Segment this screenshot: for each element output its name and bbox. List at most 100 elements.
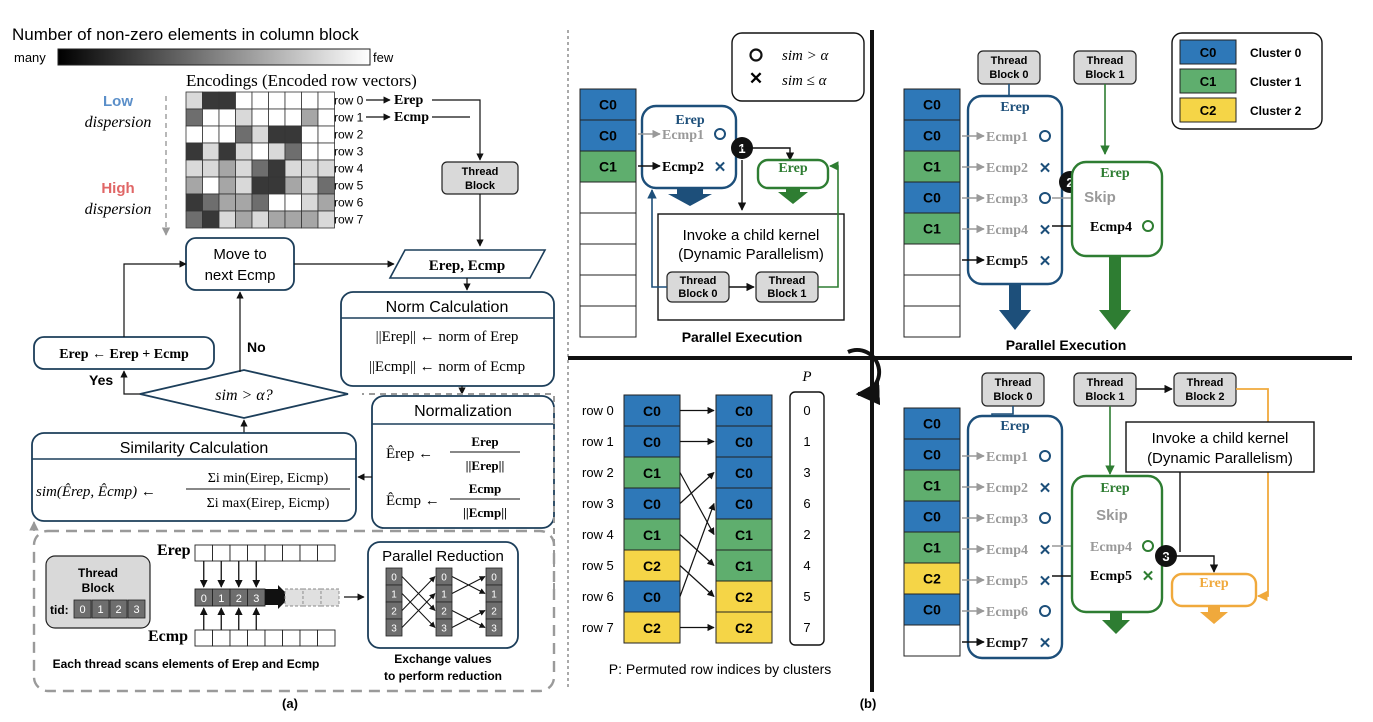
bl-before-code: C0 <box>643 434 661 450</box>
decision-label: sim > α? <box>215 387 272 404</box>
br-cross-icon: ✕ <box>1142 568 1155 585</box>
cross-icon: ✕ <box>1039 480 1052 497</box>
high-dispersion-label-2: dispersion <box>85 201 152 218</box>
heatmap-cell <box>268 176 286 195</box>
br-ecmp5: Ecmp5 <box>1090 569 1132 584</box>
cluster-cell <box>903 243 961 276</box>
compare-item: Ecmp3 <box>986 512 1028 527</box>
br-tb0-label-1: Thread <box>995 377 1032 389</box>
tl-tb1-to-green-arrow <box>818 161 839 288</box>
reduction-title: Parallel Reduction <box>382 548 504 565</box>
encodings-heatmap <box>185 91 335 229</box>
heatmap-cell <box>185 125 203 144</box>
heatmap-cell <box>218 210 236 229</box>
bl-before-code: C0 <box>643 589 661 605</box>
erep-cell <box>282 544 301 562</box>
br-kernel-label-2: (Dynamic Parallelism) <box>1147 450 1293 467</box>
pending-cell <box>320 588 340 607</box>
bl-row-label: row 1 <box>582 434 614 449</box>
bl-row-label: row 0 <box>582 403 614 418</box>
heatmap-cell <box>268 193 286 212</box>
normalization-line-1-den: ||Erep|| <box>466 458 505 473</box>
br-thread-box <box>966 414 1064 660</box>
circle-icon <box>1039 130 1051 142</box>
reduction-index: 2 <box>491 607 497 618</box>
legend-sim-gt: sim > α <box>782 48 829 64</box>
cross-icon: ✕ <box>1039 253 1052 270</box>
br-circle-icon <box>1142 540 1154 552</box>
ecmp-cell <box>264 629 283 647</box>
row-label: row 4 <box>334 162 364 176</box>
tr-step-label: 2 <box>1066 175 1073 190</box>
compare-item: Ecmp7 <box>986 636 1028 651</box>
circle-icon <box>1039 605 1051 617</box>
cluster-code: C0 <box>923 128 941 144</box>
legend-code: C1 <box>1200 74 1217 89</box>
cluster-code: C1 <box>599 159 617 175</box>
cluster-cell <box>579 212 637 245</box>
cluster-cell <box>903 531 961 564</box>
cross-icon: ✕ <box>1039 222 1052 239</box>
cluster-code: C1 <box>923 221 941 237</box>
heatmap-cell <box>202 193 220 212</box>
heatmap-cell <box>185 142 203 161</box>
heatmap-cell <box>202 91 220 110</box>
bl-row-label: row 7 <box>582 620 614 635</box>
bl-after-cell <box>715 518 773 551</box>
compare-item: Ecmp3 <box>986 192 1028 207</box>
heatmap-cell <box>317 193 335 212</box>
pending-cell <box>284 588 304 607</box>
cross-icon: ✕ <box>1039 635 1052 652</box>
heatmap-cell <box>185 210 203 229</box>
normalization-title: Normalization <box>414 403 512 420</box>
compare-item: Ecmp2 <box>986 161 1028 176</box>
heatmap-cell <box>268 210 286 229</box>
cluster-cell <box>903 88 961 121</box>
br-ecmp4: Ecmp4 <box>1090 540 1132 555</box>
heatmap-cell <box>251 176 269 195</box>
cluster-cell <box>903 305 961 338</box>
tr-green-down-arrow <box>1099 256 1131 330</box>
heatmap-cell <box>268 159 286 178</box>
tid-cell <box>91 599 110 619</box>
tl-tb0-to-box-arrow <box>647 189 667 288</box>
reduction-index: 3 <box>441 624 447 635</box>
colorbar-few-label: few <box>373 50 394 65</box>
bl-after-code: C1 <box>735 527 753 543</box>
erep-cell <box>212 544 231 562</box>
caption-b: (b) <box>860 696 877 711</box>
heatmap-cell <box>202 142 220 161</box>
bl-p-value: 7 <box>803 620 810 635</box>
cluster-code: C0 <box>923 447 941 463</box>
heatmap-cell <box>218 159 236 178</box>
bl-after-code: C0 <box>735 496 753 512</box>
circle-icon <box>1039 512 1051 524</box>
br-green-down-arrow <box>1102 612 1130 634</box>
detail-thread-block-label-2: Block <box>82 581 115 595</box>
similarity-lhs: sim(Êrep, Êcmp) ← <box>36 483 156 500</box>
legend-code: C2 <box>1200 103 1217 118</box>
heatmap-cell <box>268 108 286 127</box>
tr-blue-down-arrow <box>999 284 1031 330</box>
ecmp-cell <box>212 629 231 647</box>
tl-blue-down-arrow <box>668 188 712 206</box>
colorbar <box>57 48 371 66</box>
sim-legend <box>731 32 865 102</box>
cluster-cell <box>903 407 961 440</box>
heatmap-cell <box>235 142 253 161</box>
heatmap-cell <box>284 142 302 161</box>
cluster-cell <box>903 119 961 152</box>
reduction-exchange-arrow <box>401 576 436 611</box>
heatmap-cell <box>218 125 236 144</box>
compare-item: Ecmp2 <box>986 481 1028 496</box>
heatmap-cell <box>301 193 319 212</box>
br-tb2-arrow <box>1236 388 1269 602</box>
br-orange-down-arrow <box>1200 606 1228 624</box>
